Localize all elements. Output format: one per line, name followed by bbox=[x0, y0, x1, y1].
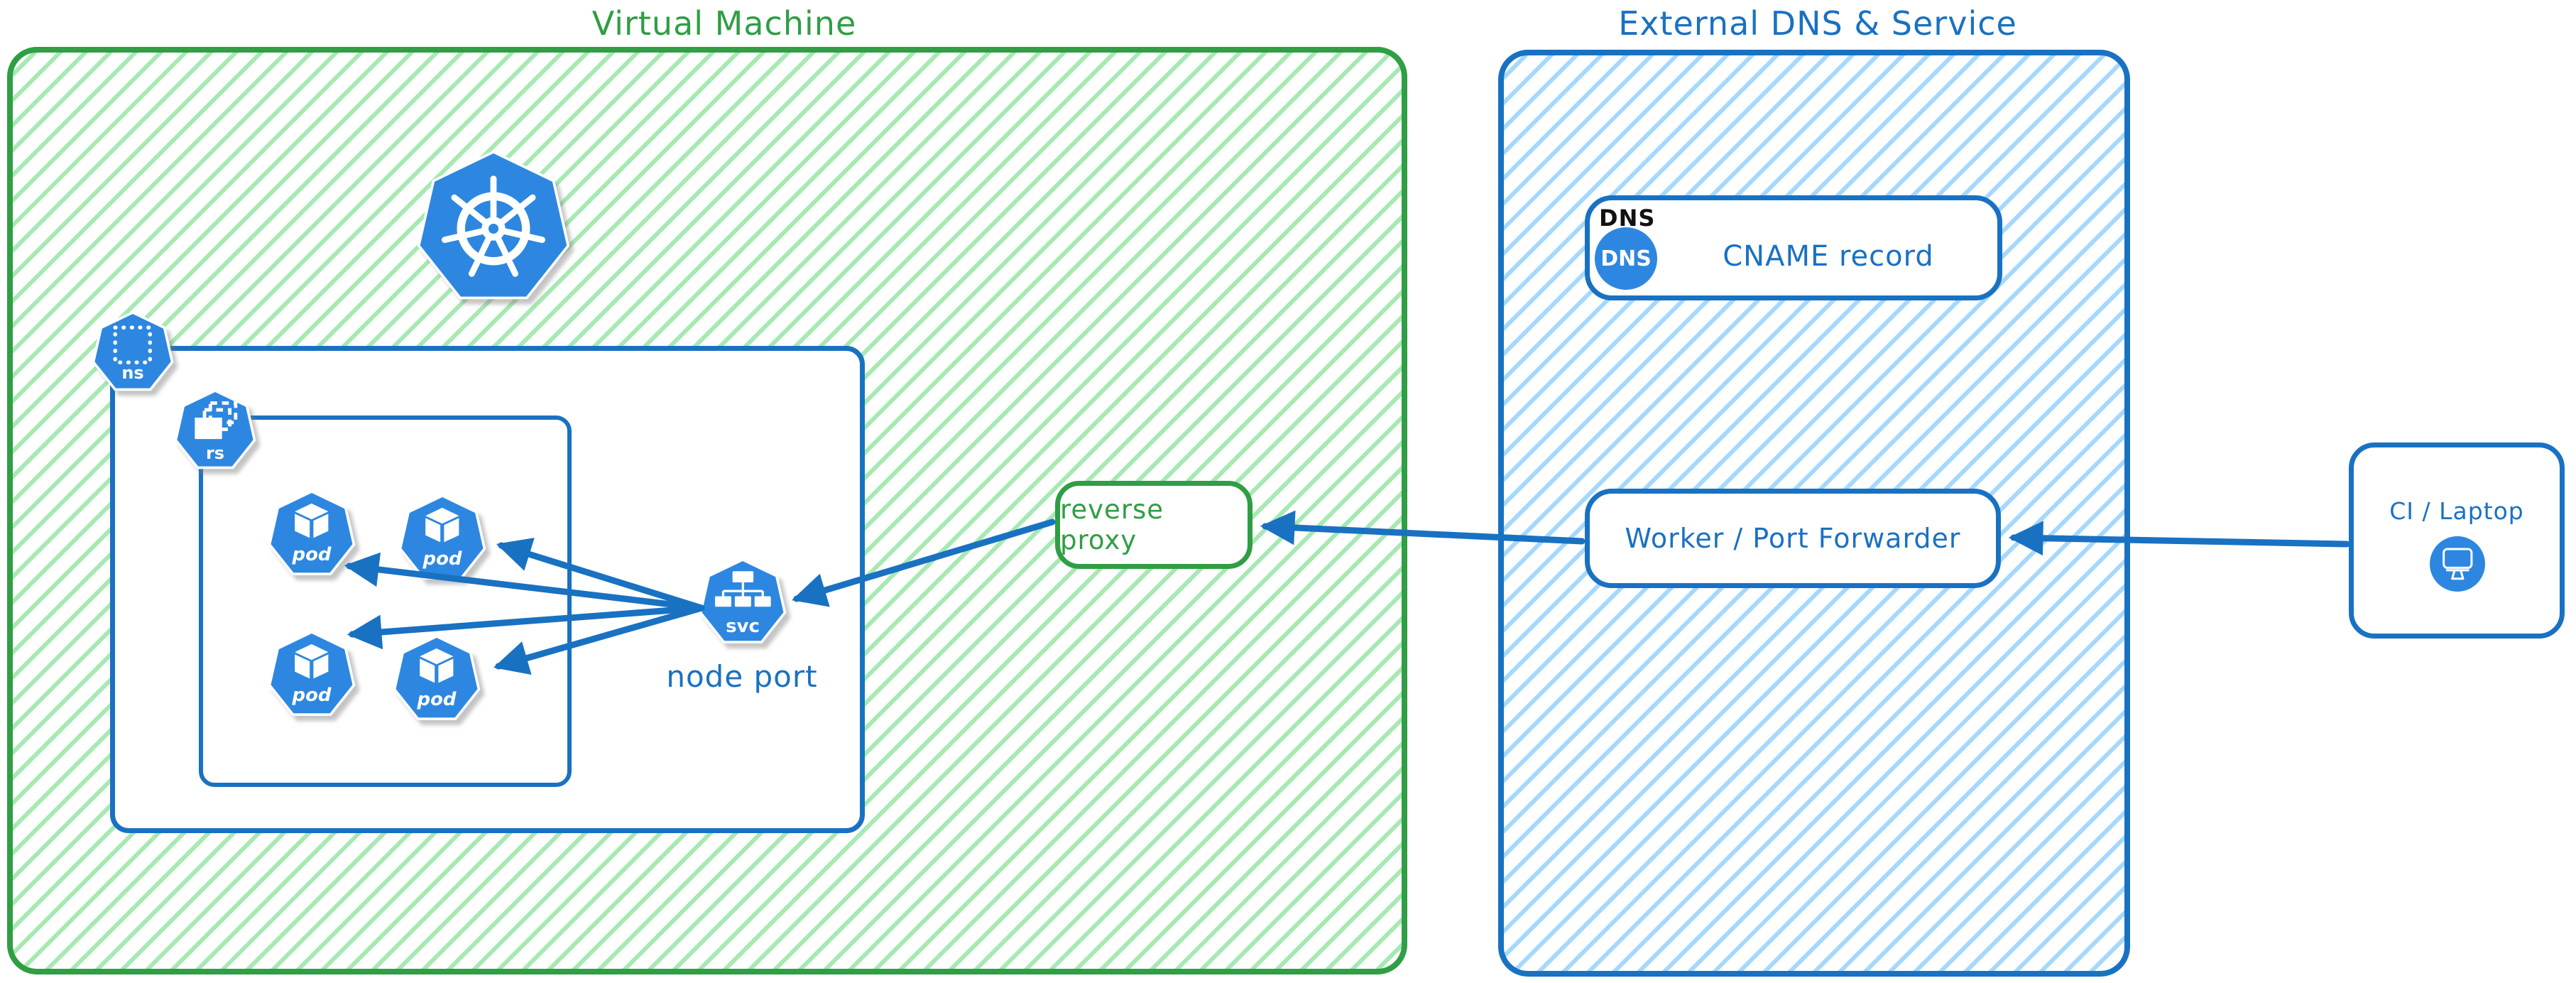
pod-label: pod bbox=[422, 548, 462, 570]
kubernetes-logo-icon bbox=[415, 151, 572, 307]
pod-icon: pod bbox=[267, 631, 356, 720]
cube-icon bbox=[420, 648, 454, 683]
pod-icon: pod bbox=[267, 490, 356, 580]
cname-record-label: CNAME record bbox=[1723, 240, 1934, 273]
cube-icon bbox=[295, 504, 329, 538]
replicaset-icon: rs bbox=[173, 389, 257, 473]
service-tree-icon bbox=[714, 571, 771, 607]
cube-icon bbox=[295, 644, 329, 679]
dns-tag-label: DNS bbox=[1599, 205, 1656, 232]
node-port-caption: node port bbox=[666, 659, 818, 694]
stacked-rects-icon bbox=[195, 401, 238, 440]
reverse-proxy-box: reverse proxy bbox=[1055, 481, 1252, 569]
worker-port-forwarder-label: Worker / Port Forwarder bbox=[1625, 523, 1961, 554]
namespace-label: ns bbox=[121, 363, 144, 384]
dns-badge-icon: DNS bbox=[1595, 227, 1657, 290]
laptop-circle bbox=[2430, 536, 2485, 592]
ci-laptop-label: CI / Laptop bbox=[2389, 497, 2524, 525]
pod-icon: pod bbox=[392, 635, 481, 724]
vm-region-title: Virtual Machine bbox=[591, 4, 857, 43]
pod-label: pod bbox=[292, 543, 332, 565]
pod-icon: pod bbox=[398, 494, 487, 584]
replicaset-label: rs bbox=[205, 442, 225, 463]
namespace-icon: ns bbox=[91, 311, 175, 395]
ship-wheel-icon bbox=[441, 175, 546, 277]
pod-label: pod bbox=[292, 684, 332, 706]
dns-badge-label: DNS bbox=[1600, 246, 1652, 271]
external-region-title: External DNS & Service bbox=[1618, 4, 2017, 43]
reverse-proxy-label: reverse proxy bbox=[1060, 494, 1164, 555]
monitor-icon bbox=[2442, 548, 2473, 580]
cube-icon bbox=[425, 508, 459, 543]
dotted-square-icon bbox=[113, 325, 153, 364]
pod-label: pod bbox=[417, 688, 457, 710]
worker-port-forwarder-box: Worker / Port Forwarder bbox=[1585, 489, 2001, 588]
service-icon: svc bbox=[698, 558, 787, 648]
service-label: svc bbox=[726, 615, 760, 637]
